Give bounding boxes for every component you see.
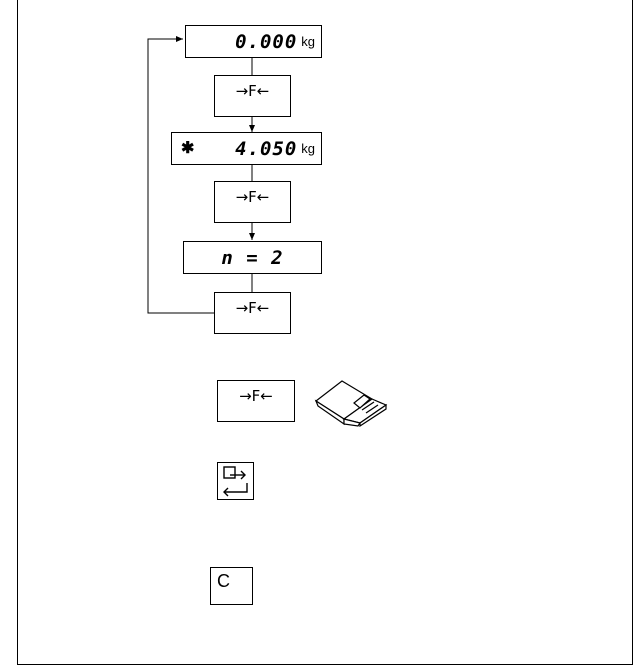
stability-marker-icon: ✱ <box>181 140 195 157</box>
display-value: 0.000 <box>235 30 298 53</box>
display-unit: kg <box>301 141 315 156</box>
function-key-label: →F← <box>235 82 270 100</box>
weight-display-loaded: ✱ 4.050 kg <box>171 132 322 165</box>
page-frame <box>17 0 633 665</box>
count-display: n = 2 <box>183 241 322 274</box>
count-value: n = 2 <box>221 246 284 269</box>
display-value: 4.050 <box>235 137 298 160</box>
function-key-print[interactable]: →F← <box>217 380 295 422</box>
function-key-label: →F← <box>235 299 270 317</box>
clear-key-label: C <box>217 571 230 591</box>
display-unit: kg <box>301 34 315 49</box>
function-key[interactable]: →F← <box>214 292 291 334</box>
printer-icon <box>314 380 388 427</box>
enter-return-icon <box>223 466 248 497</box>
clear-key[interactable]: C <box>210 567 253 605</box>
function-key[interactable]: →F← <box>214 181 291 223</box>
function-key-label: →F← <box>239 387 273 405</box>
weight-display-zero: 0.000 kg <box>185 25 322 58</box>
enter-key[interactable] <box>217 462 254 500</box>
loop-back-arrow <box>147 36 214 314</box>
function-key[interactable]: →F← <box>214 75 291 117</box>
function-key-label: →F← <box>235 188 270 206</box>
